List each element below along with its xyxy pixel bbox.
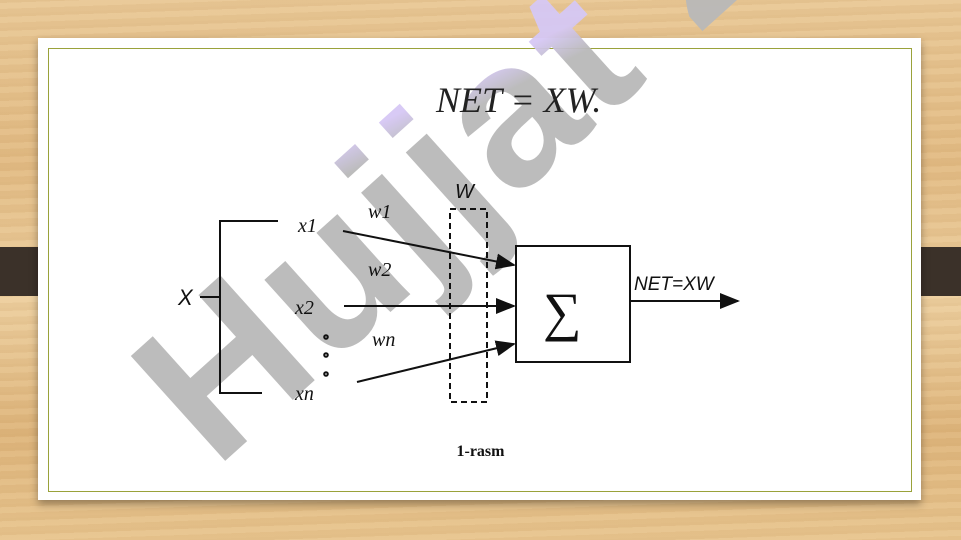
input-bracket (219, 220, 278, 394)
weights-label: W (455, 181, 476, 203)
input-x2: x2 (294, 297, 314, 319)
input-vector-label: X (177, 285, 194, 310)
weight-wn: wn (372, 329, 395, 351)
input-xn: xn (294, 383, 314, 405)
slide-frame (48, 48, 912, 492)
summation-symbol: ∑ (543, 282, 582, 342)
weight-w1: w1 (368, 201, 391, 223)
figure-caption: 1-rasm (456, 443, 505, 460)
sum-box (515, 245, 631, 363)
output-label: NET=XW (634, 274, 716, 295)
formula: NET = XW. (435, 80, 601, 120)
weight-w2: w2 (368, 259, 391, 281)
input-x1: x1 (297, 215, 317, 237)
